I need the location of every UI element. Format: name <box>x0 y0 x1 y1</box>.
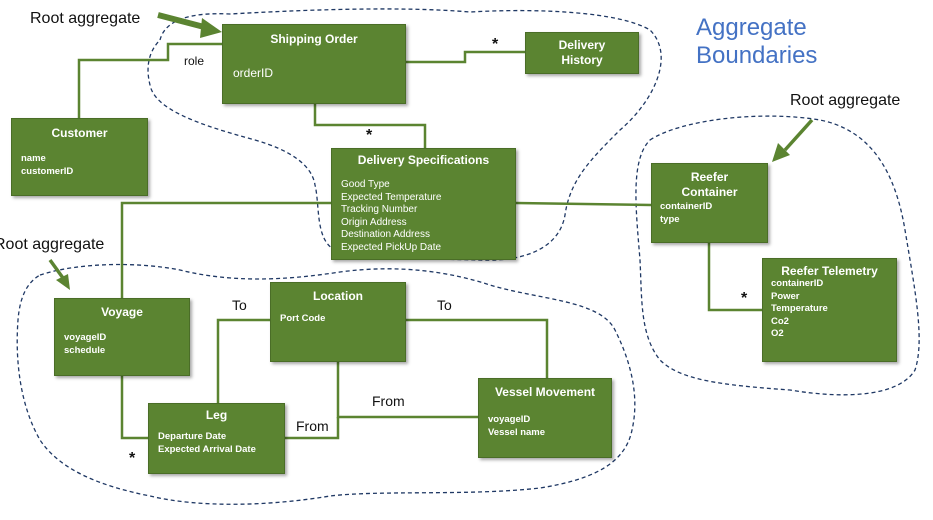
leg-attr-arrival: Expected Arrival Date <box>158 443 256 455</box>
delivery-spec-attr: Tracking Number <box>341 204 418 216</box>
delivery-history-entity[interactable]: Delivery History <box>525 32 639 74</box>
to-label-vessel: To <box>437 297 452 313</box>
reefer-telemetry-line <box>707 243 762 312</box>
specs-reefer-line <box>515 201 652 207</box>
arrow-right-head <box>772 143 790 162</box>
delivery-specifications-title: Delivery Specifications <box>357 153 490 167</box>
shipping-order-entity[interactable]: Shipping Order orderID <box>222 24 406 104</box>
reefer-telemetry-attr: Co2 <box>771 315 789 327</box>
leg-title: Leg <box>205 408 228 422</box>
location-title: Location <box>313 289 363 303</box>
arrow-top-head <box>200 18 222 38</box>
location-vessel-to-line <box>405 318 549 378</box>
shipping-order-attr: orderID <box>233 66 274 80</box>
multiplicity-delivery-specs: * <box>366 127 373 144</box>
reefer-container-attr-type: type <box>660 213 680 225</box>
delivery-spec-attr: Good Type <box>341 179 390 190</box>
leg-entity[interactable]: Leg Departure Date Expected Arrival Date <box>148 403 285 474</box>
vessel-movement-entity[interactable]: Vessel Movement voyageID Vessel name <box>478 378 612 458</box>
reefer-telemetry-attr: O2 <box>771 328 784 339</box>
delivery-specifications-entity[interactable]: Delivery Specifications Good Type Expect… <box>331 148 516 260</box>
delivery-history-title-2: History <box>561 53 603 67</box>
shipping-order-boundary <box>147 8 662 261</box>
voyage-attr-id: voyageID <box>64 332 107 343</box>
reefer-container-entity[interactable]: Reefer Container containerID type <box>651 163 768 243</box>
reefer-container-title-2: Container <box>681 185 738 199</box>
delivery-spec-attr: Expected Temperature <box>341 191 442 203</box>
voyage-attr-schedule: schedule <box>64 344 106 356</box>
vessel-movement-attr-name: Vessel name <box>488 426 546 438</box>
vessel-movement-title: Vessel Movement <box>494 385 596 399</box>
leg-location-from-line <box>285 417 340 440</box>
customer-title: Customer <box>51 126 108 140</box>
arrow-left-shaft <box>48 258 65 280</box>
location-attr-port-code: Port Code <box>280 313 326 324</box>
location-leg-to-line <box>216 318 270 403</box>
multiplicity-reefer-telemetry: * <box>741 290 748 307</box>
voyage-leg-line <box>120 376 148 440</box>
voyage-entity[interactable]: Voyage voyageID schedule <box>54 298 190 376</box>
reefer-telemetry-attr: Temperature <box>771 303 828 314</box>
reefer-telemetry-attr: containerID <box>771 278 824 289</box>
leg-attr-departure: Departure Date <box>158 431 227 442</box>
role-label: role <box>180 53 209 69</box>
arrow-left-head <box>56 274 70 290</box>
reefer-container-attr-id: containerID <box>660 201 713 212</box>
customer-order-line <box>77 42 222 118</box>
diagram-heading: Aggregate Boundaries <box>696 14 817 70</box>
root-aggregate-label-right: Root aggregate <box>790 92 901 109</box>
customer-entity[interactable]: Customer name customerID <box>11 118 148 196</box>
to-label-leg: To <box>232 297 247 313</box>
shipping-order-title: Shipping Order <box>270 32 358 46</box>
reefer-telemetry-attr: Power <box>771 290 800 302</box>
multiplicity-leg: * <box>129 450 136 467</box>
heading-line-1: Aggregate <box>696 14 807 41</box>
root-aggregate-label-top: Root aggregate <box>30 10 141 27</box>
root-aggregate-label-left: Root aggregate <box>0 236 105 253</box>
order-history-line <box>405 50 525 64</box>
from-label-leg: From <box>296 418 329 434</box>
customer-attr-name: name <box>21 153 46 164</box>
reefer-container-title-1: Reefer <box>690 170 729 184</box>
delivery-spec-attr: Origin Address <box>341 216 407 228</box>
delivery-history-title-1: Delivery <box>558 38 606 52</box>
order-specs-line <box>313 104 427 148</box>
heading-line-2: Boundaries <box>696 42 818 69</box>
customer-attr-id: customerID <box>21 165 74 177</box>
arrow-right-shaft <box>783 118 814 152</box>
reefer-telemetry-title: Reefer Telemetry <box>781 264 878 278</box>
location-vessel-from-line <box>336 362 478 419</box>
connectors <box>77 42 762 440</box>
arrow-top-shaft <box>157 12 209 31</box>
delivery-spec-attr: Destination Address <box>341 229 430 241</box>
reefer-telemetry-entity[interactable]: Reefer Telemetry containerID Power Tempe… <box>762 258 897 362</box>
multiplicity-delivery-history: * <box>492 36 499 53</box>
delivery-spec-attr: Expected PickUp Date <box>341 241 442 253</box>
location-entity[interactable]: Location Port Code <box>270 282 406 362</box>
voyage-title: Voyage <box>101 305 143 319</box>
voyage-boundary <box>16 263 636 505</box>
specs-voyage-line <box>120 201 331 298</box>
root-arrows <box>48 12 814 290</box>
from-label-vessel: From <box>372 393 405 409</box>
vessel-movement-attr-id: voyageID <box>488 414 531 425</box>
